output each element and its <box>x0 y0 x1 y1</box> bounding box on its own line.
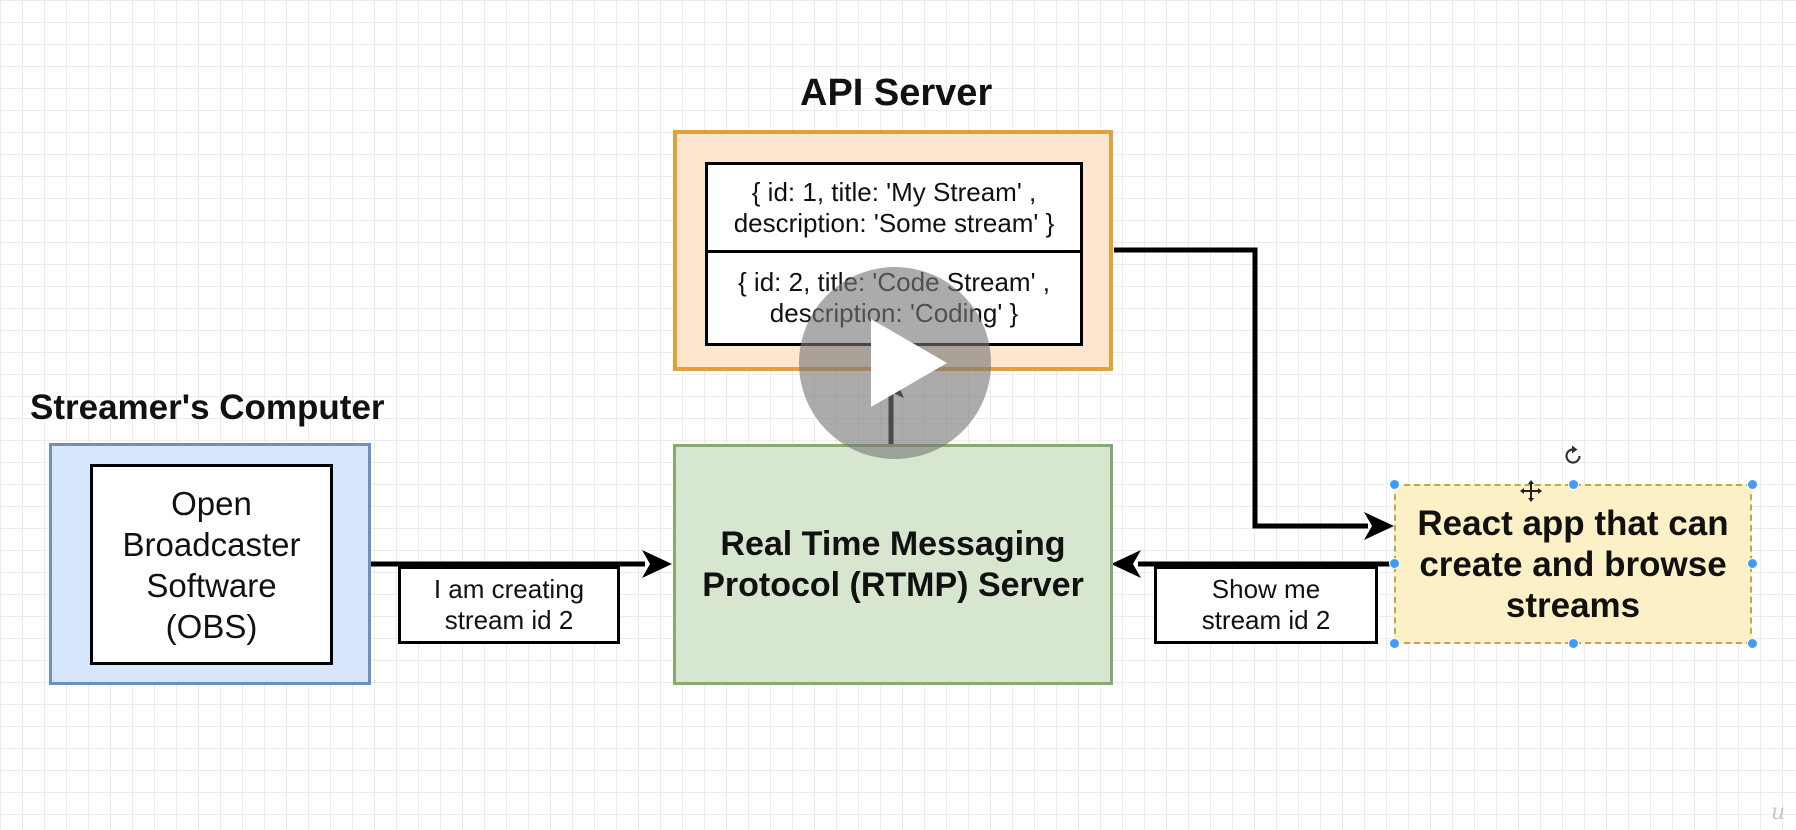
show-label-line-1: Show me <box>1211 574 1321 604</box>
react-line-3: streams <box>1505 585 1641 625</box>
api-server-title: API Server <box>800 72 993 114</box>
streamers-computer-title: Streamer's Computer <box>30 388 385 427</box>
rtmp-line-1: Real Time Messaging <box>720 524 1066 563</box>
resize-handle-middle-left[interactable] <box>1389 558 1400 569</box>
move-icon[interactable] <box>1520 480 1542 502</box>
api-record-1[interactable]: { id: 1, title: 'My Stream' , descriptio… <box>708 165 1080 253</box>
creating-label-line-1: I am creating <box>433 574 585 604</box>
creating-label-line-2: stream id 2 <box>444 605 574 635</box>
api-record-1-line1: { id: 1, title: 'My Stream' , <box>751 176 1037 207</box>
obs-box[interactable]: Open Broadcaster Software (OBS) <box>90 464 333 665</box>
resize-handle-top-center[interactable] <box>1568 479 1579 490</box>
react-to-rtmp-arrowhead <box>1111 550 1141 578</box>
resize-handle-top-right[interactable] <box>1747 479 1758 490</box>
api-record-1-line2: description: 'Some stream' } <box>733 207 1055 238</box>
api-to-react-arrowhead <box>1364 512 1394 540</box>
show-label-line-2: stream id 2 <box>1201 605 1331 635</box>
play-button[interactable] <box>799 267 991 459</box>
obs-line-2: Broadcaster <box>122 525 301 563</box>
rotate-icon[interactable] <box>1561 444 1585 468</box>
show-stream-label[interactable]: Show me stream id 2 <box>1154 566 1378 644</box>
react-line-1: React app that can <box>1417 503 1729 543</box>
obs-line-4: (OBS) <box>165 607 258 645</box>
resize-handle-bottom-center[interactable] <box>1568 638 1579 649</box>
obs-line-1: Open <box>171 484 252 522</box>
play-icon <box>871 319 947 407</box>
obs-line-3: Software <box>146 566 277 604</box>
obs-to-rtmp-arrowhead <box>642 550 672 578</box>
resize-handle-middle-right[interactable] <box>1747 558 1758 569</box>
rtmp-server-box[interactable]: Real Time Messaging Protocol (RTMP) Serv… <box>673 444 1113 685</box>
rtmp-line-2: Protocol (RTMP) Server <box>702 565 1084 604</box>
react-line-2: create and browse <box>1419 544 1727 584</box>
resize-handle-top-left[interactable] <box>1389 479 1400 490</box>
react-app-box[interactable]: React app that can create and browse str… <box>1394 484 1752 644</box>
resize-handle-bottom-left[interactable] <box>1389 638 1400 649</box>
watermark-logo: u <box>1771 800 1786 825</box>
creating-stream-label[interactable]: I am creating stream id 2 <box>398 566 620 644</box>
resize-handle-bottom-right[interactable] <box>1747 638 1758 649</box>
streamers-computer-box[interactable]: Open Broadcaster Software (OBS) <box>49 443 371 685</box>
api-to-react-arrow <box>1114 247 1368 529</box>
